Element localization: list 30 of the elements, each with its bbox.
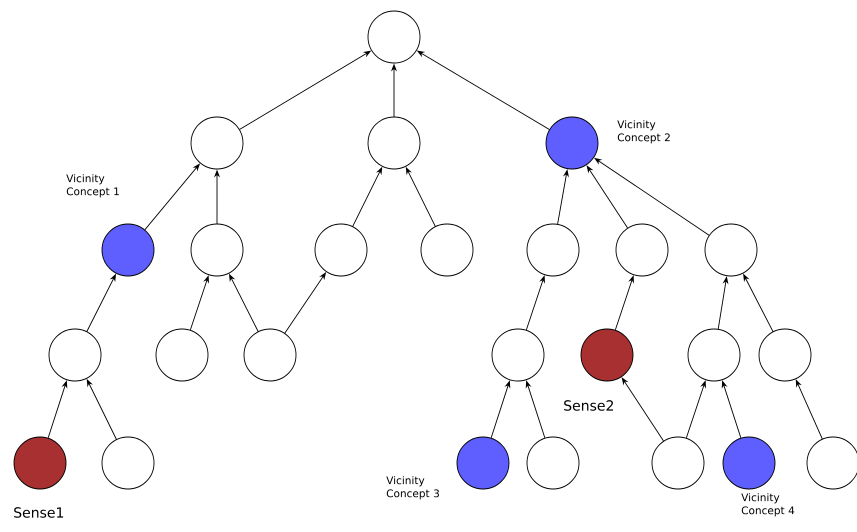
node-caption: Vicinity Concept 3 — [386, 476, 439, 500]
node-caption: Vicinity Concept 1 — [66, 174, 119, 198]
node-caption: Vicinity Concept 4 — [741, 493, 794, 516]
circle-node — [688, 328, 740, 382]
circle-node — [580, 328, 634, 382]
circle-node — [722, 436, 776, 490]
circle-node — [704, 224, 758, 276]
circle-node — [14, 436, 66, 490]
circle-node — [616, 224, 668, 276]
circle-node — [314, 224, 368, 276]
circle-node — [190, 116, 244, 170]
circle-node — [546, 116, 598, 170]
circle-node — [102, 436, 154, 490]
circle-node — [190, 224, 244, 276]
circle-node — [526, 436, 580, 490]
circle-node — [48, 328, 102, 382]
circle-node — [368, 116, 420, 170]
node-caption: Vicinity Concept 2 — [617, 120, 670, 144]
circle-node — [492, 328, 544, 382]
circle-node — [652, 436, 704, 490]
circle-node — [456, 436, 510, 490]
node-caption: Sense1 — [14, 507, 64, 518]
circle-node — [526, 224, 580, 276]
circle-node — [758, 328, 812, 382]
circle-node — [102, 224, 154, 276]
circle-node — [420, 224, 474, 276]
circle-node — [156, 328, 208, 382]
circle-node — [368, 10, 420, 64]
node-caption: Sense2 — [564, 400, 613, 411]
circle-node — [244, 328, 296, 382]
